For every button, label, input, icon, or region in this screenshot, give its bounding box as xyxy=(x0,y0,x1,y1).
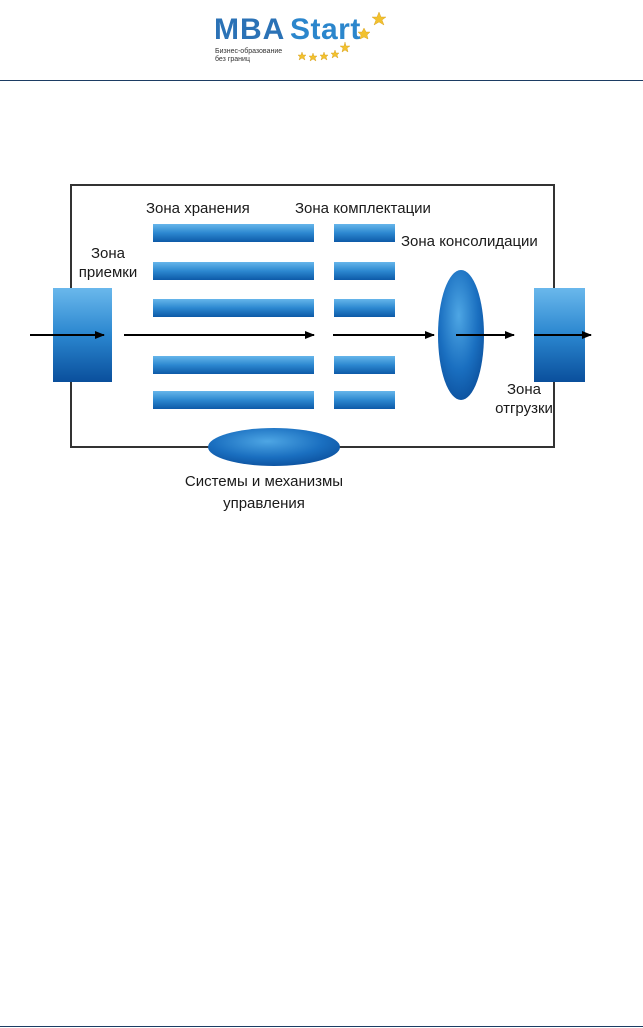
storage-bar xyxy=(153,391,314,409)
picking-bar xyxy=(334,224,395,242)
storage-bar xyxy=(153,262,314,280)
label-control-line2: управления xyxy=(223,495,305,512)
logo-stars-icon xyxy=(297,11,387,62)
storage-bar xyxy=(153,356,314,374)
page-header: MBA Start Бизнес-образование без границ xyxy=(0,0,643,82)
mba-start-logo: MBA Start Бизнес-образование без границ xyxy=(214,8,399,70)
label-control-line1: Системы и механизмы xyxy=(184,473,344,490)
picking-bar xyxy=(334,356,395,374)
label-shipping-line1: Зона xyxy=(506,381,542,398)
picking-bar xyxy=(334,262,395,280)
footer-divider xyxy=(0,1026,643,1027)
logo-tagline-line2: без границ xyxy=(215,56,250,63)
label-storage-zone: Зона хранения xyxy=(146,200,250,217)
label-receiving-line2: приемки xyxy=(78,264,138,281)
label-control-systems: Системы и механизмы управления xyxy=(170,472,358,513)
logo-start-text: Start xyxy=(290,13,361,46)
label-shipping-zone: Зона отгрузки xyxy=(486,380,562,418)
storage-bar xyxy=(153,299,314,317)
warehouse-zones-diagram: Зона хранения Зона комплектации Зона кон… xyxy=(0,180,643,520)
picking-bar xyxy=(334,391,395,409)
label-consolidation-zone: Зона консолидации xyxy=(401,233,538,250)
picking-bar xyxy=(334,299,395,317)
header-divider xyxy=(0,80,643,81)
diagram-graphics xyxy=(30,184,592,466)
control-systems-ellipse xyxy=(208,428,340,466)
label-picking-zone: Зона комплектации xyxy=(295,200,431,217)
label-receiving-zone: Зона приемки xyxy=(72,244,144,282)
label-receiving-line1: Зона xyxy=(90,245,126,262)
logo-mba-text: MBA xyxy=(214,13,286,46)
label-shipping-line2: отгрузки xyxy=(495,400,553,417)
logo-tagline: Бизнес-образование без границ xyxy=(215,48,295,64)
storage-bar xyxy=(153,224,314,242)
logo-tagline-line1: Бизнес-образование xyxy=(215,48,283,55)
